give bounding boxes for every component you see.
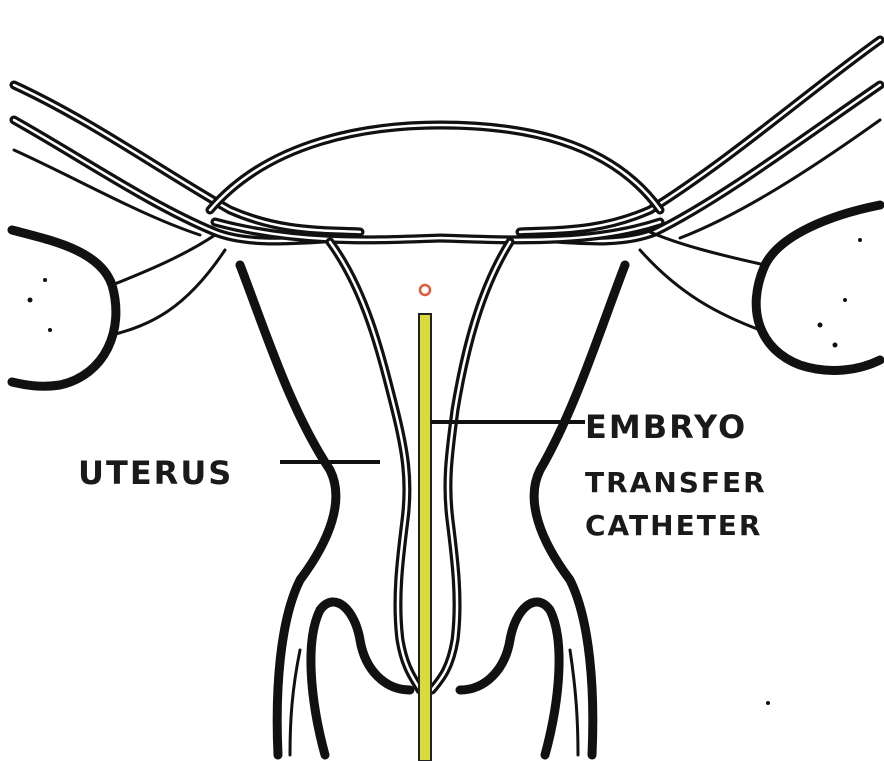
left-ovary (12, 230, 225, 386)
speck (766, 701, 770, 705)
uterine-wall (240, 265, 625, 755)
catheter-label-line-2: TRANSFER (585, 466, 767, 499)
catheter-label-line-1: EMBRYO (585, 408, 747, 446)
vaginal-fornix (290, 602, 578, 755)
embryo (420, 285, 430, 295)
right-fallopian-tube (520, 40, 880, 241)
embryo-transfer-catheter (419, 314, 431, 761)
right-ovary (640, 205, 880, 370)
catheter-label-line-3: CATHETER (585, 509, 763, 542)
left-fallopian-tube (14, 85, 360, 241)
uterus-label: UTERUS (78, 454, 233, 492)
